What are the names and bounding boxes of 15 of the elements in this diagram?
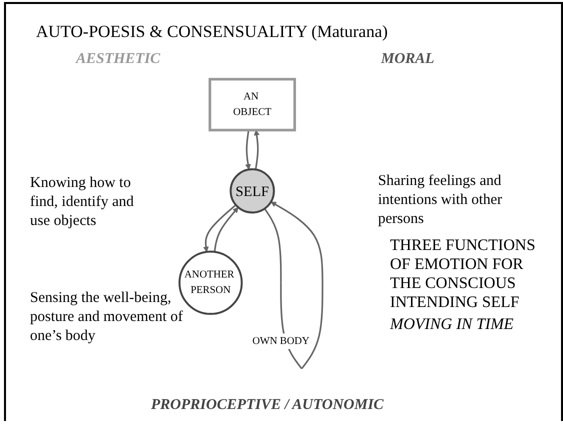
- section-heading: PROPRIOCEPTIVE / AUTONOMIC: [151, 396, 385, 415]
- arrow: [245, 130, 251, 170]
- arrow: [214, 207, 238, 252]
- section-heading: MORAL: [381, 50, 436, 69]
- node-circle: SELF: [230, 168, 275, 214]
- edge-label: OWN BODY: [252, 335, 310, 347]
- arrow: [203, 204, 236, 252]
- description-text: Knowing how to find, identify and use objects: [30, 174, 135, 231]
- description-text: Sharing feelings and intentions with other persons: [378, 172, 504, 229]
- title: AUTO-POESIS & CONSENSUALITY (Maturana): [36, 22, 388, 42]
- description-text: MOVING IN TIME: [390, 315, 515, 334]
- arrow: [254, 130, 260, 170]
- section-heading: AESTHETIC: [76, 50, 162, 69]
- node-box: AN OBJECT: [208, 78, 296, 132]
- description-text: THREE FUNCTIONS OF EMOTION FOR THE CONSCIOUS INTENDING SELF: [390, 236, 536, 312]
